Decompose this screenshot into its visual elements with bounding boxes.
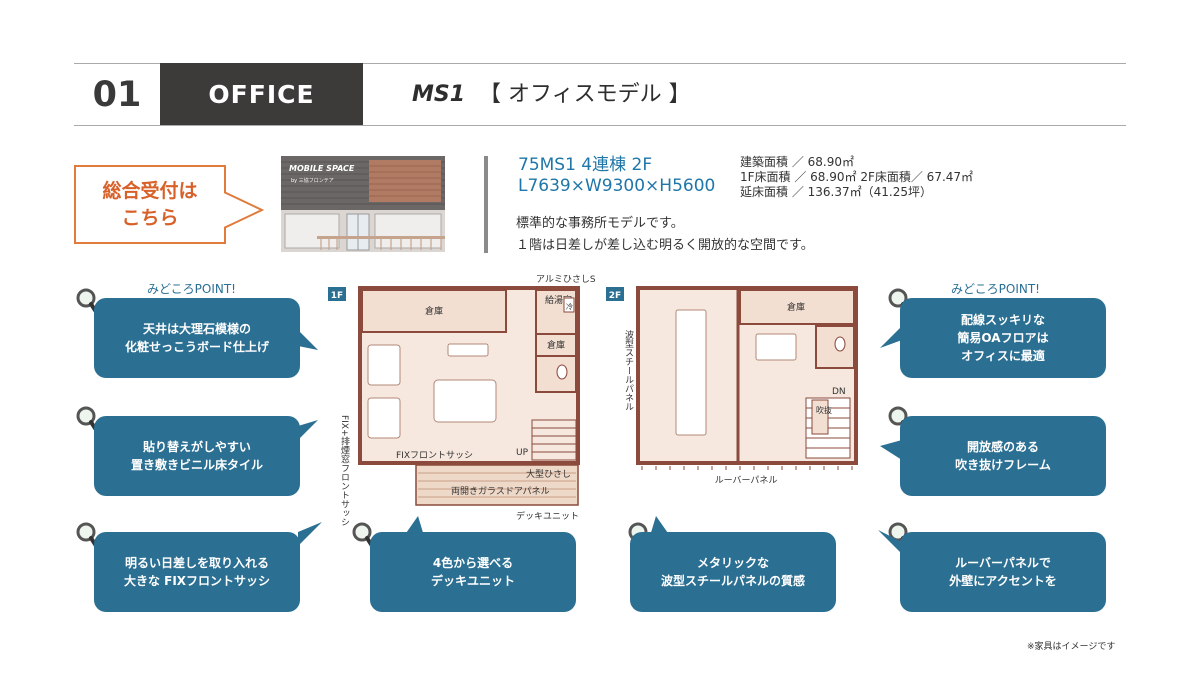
section-number: 01 (92, 74, 142, 115)
spec-description: 標準的な事務所モデルです。 １階は日差しが差し込む明るく開放的な空間です。 (516, 213, 814, 257)
label-fix-sash: FIXフロントサッシ (396, 450, 473, 461)
label-aluminum-eave: アルミひさしS (536, 274, 596, 285)
point-line: 天井は大理石模様の (142, 322, 251, 336)
label-glass-panel: 両開きガラスドアパネル (451, 486, 550, 497)
floor-tag-2f-bg (606, 287, 624, 301)
label-wave-panel: 波型スチールパネル (623, 329, 634, 411)
point-line: 吹き抜けフレーム (955, 458, 1051, 472)
header-bottom-rule (74, 125, 1126, 126)
reception-line1: 総合受付は (102, 179, 198, 202)
spec-model-block: 75MS1 4連棟 2F L7639×W9300×H5600 (518, 155, 715, 197)
spec-area-line1: 建築面積 ／ 68.90㎡ (740, 155, 854, 169)
spec-desc-line2: １階は日差しが差し込む明るく開放的な空間です。 (516, 238, 814, 253)
point-line: 4色から選べる (432, 556, 514, 570)
point-line: 明るい日差しを取り入れる (124, 556, 269, 570)
building-thumbnail: MOBILE SPACE by 三協フロンテア (281, 156, 445, 252)
point-bubble-louver: ルーバーパネルで 外壁にアクセントを (900, 532, 1106, 612)
spec-divider (484, 156, 488, 253)
point-line: デッキユニット (430, 574, 515, 588)
page-title: MS1 【 オフィスモデル 】 (412, 76, 691, 108)
label-void: 吹抜 (816, 405, 832, 415)
point-line: ルーバーパネルで (955, 556, 1051, 570)
floor-tag-1f: 1F (331, 291, 343, 301)
point-bubble-fix-sash: 明るい日差しを取り入れる 大きな FIXフロントサッシ (94, 532, 300, 612)
spec-model-line: 75MS1 4連棟 2F (518, 155, 653, 175)
spec-desc-line1: 標準的な事務所モデルです。 (516, 216, 684, 231)
bubble-tail (298, 522, 322, 546)
point-line: 開放感のある (966, 440, 1039, 454)
point-label-left: みどころPOINT! (147, 282, 236, 296)
reception-callout[interactable]: 総合受付は こちら (74, 165, 226, 244)
stair-down-label: DN (832, 387, 846, 397)
point-bubble-floor-tile: 貼り替えがしやすい 置き敷きビニル床タイル (94, 416, 300, 496)
bubble-tail (880, 326, 902, 348)
point-line: オフィスに最適 (961, 349, 1045, 363)
bubble-tail (298, 420, 318, 440)
floor-tag-1f-bg (328, 287, 346, 301)
point-bubble-oa-floor: 配線スッキリな 簡易OAフロアは オフィスに最適 (900, 298, 1106, 378)
refrigerator-label: 冷 (566, 302, 573, 311)
point-line: 貼り替えがしやすい (143, 440, 251, 454)
label-vertical-sash: FIX+排煙窓フロントサッシ (339, 415, 350, 527)
category-label: OFFICE (160, 63, 363, 125)
header-top-rule (74, 63, 1126, 64)
building-sign-sub: by 三協フロンテア (291, 177, 334, 184)
floor-tag-2f: 2F (609, 291, 621, 301)
building-sign: MOBILE SPACE (289, 164, 355, 173)
point-line: メタリックな (696, 556, 769, 570)
point-line: 大きな FIXフロントサッシ (123, 574, 271, 588)
floor-plan-1f: 1F 倉庫 給湯室 冷 倉庫 UP FIX (328, 274, 596, 527)
point-label-right: みどころPOINT! (951, 282, 1040, 296)
room-storage-2f: 倉庫 (787, 301, 805, 313)
model-name: MS1 (412, 82, 466, 107)
spec-area-line3: 延床面積 ／ 136.37㎡（41.25坪） (740, 185, 932, 199)
point-line: 配線スッキリな (960, 313, 1045, 327)
bubble-tail (880, 440, 902, 460)
point-line: 外壁にアクセントを (949, 574, 1057, 588)
furniture-note: ※家具はイメージです (1027, 642, 1116, 652)
label-louver: ルーバーパネル (715, 475, 778, 486)
spec-dimensions: L7639×W9300×H5600 (518, 176, 716, 196)
point-bubble-steel-panel: メタリックな 波型スチールパネルの質感 (630, 532, 836, 612)
spec-area-block: 建築面積 ／ 68.90㎡ 1F床面積 ／ 68.90㎡ 2F床面積／ 67.4… (740, 155, 973, 200)
spec-area-line2: 1F床面積 ／ 68.90㎡ 2F床面積／ 67.47㎡ (740, 170, 974, 184)
label-big-eave: 大型ひさし (526, 468, 571, 480)
bubble-tail (650, 516, 670, 536)
bubble-tail (878, 530, 902, 554)
point-bubble-ceiling: 天井は大理石模様の 化粧せっこうボード仕上げ (94, 298, 300, 378)
stair-up-label: UP (516, 448, 529, 458)
floor-plan-2f: 2F 倉庫 吹抜 DN 波型スチールパネル (606, 286, 858, 486)
point-line: 化粧せっこうボード仕上げ (124, 340, 269, 354)
point-line: 簡易OAフロアは (957, 331, 1049, 345)
reception-line2: こちら (121, 206, 179, 229)
point-line: 波型スチールパネルの質感 (660, 574, 805, 588)
floor-plan: 1F 倉庫 給湯室 冷 倉庫 UP FIX (328, 274, 858, 527)
reception-callout-tail (224, 191, 264, 229)
room-storage-small: 倉庫 (547, 339, 565, 351)
model-subtitle: 【 オフィスモデル 】 (479, 82, 691, 107)
label-deck-unit: デッキユニット (516, 510, 579, 522)
bubble-tail (298, 330, 318, 350)
point-bubble-deck-unit: 4色から選べる デッキユニット (370, 532, 576, 612)
point-line: 置き敷きビニル床タイル (130, 458, 263, 472)
point-bubble-void-frame: 開放感のある 吹き抜けフレーム (900, 416, 1106, 496)
room-storage-1f: 倉庫 (425, 305, 443, 317)
bubble-tail (404, 516, 424, 536)
